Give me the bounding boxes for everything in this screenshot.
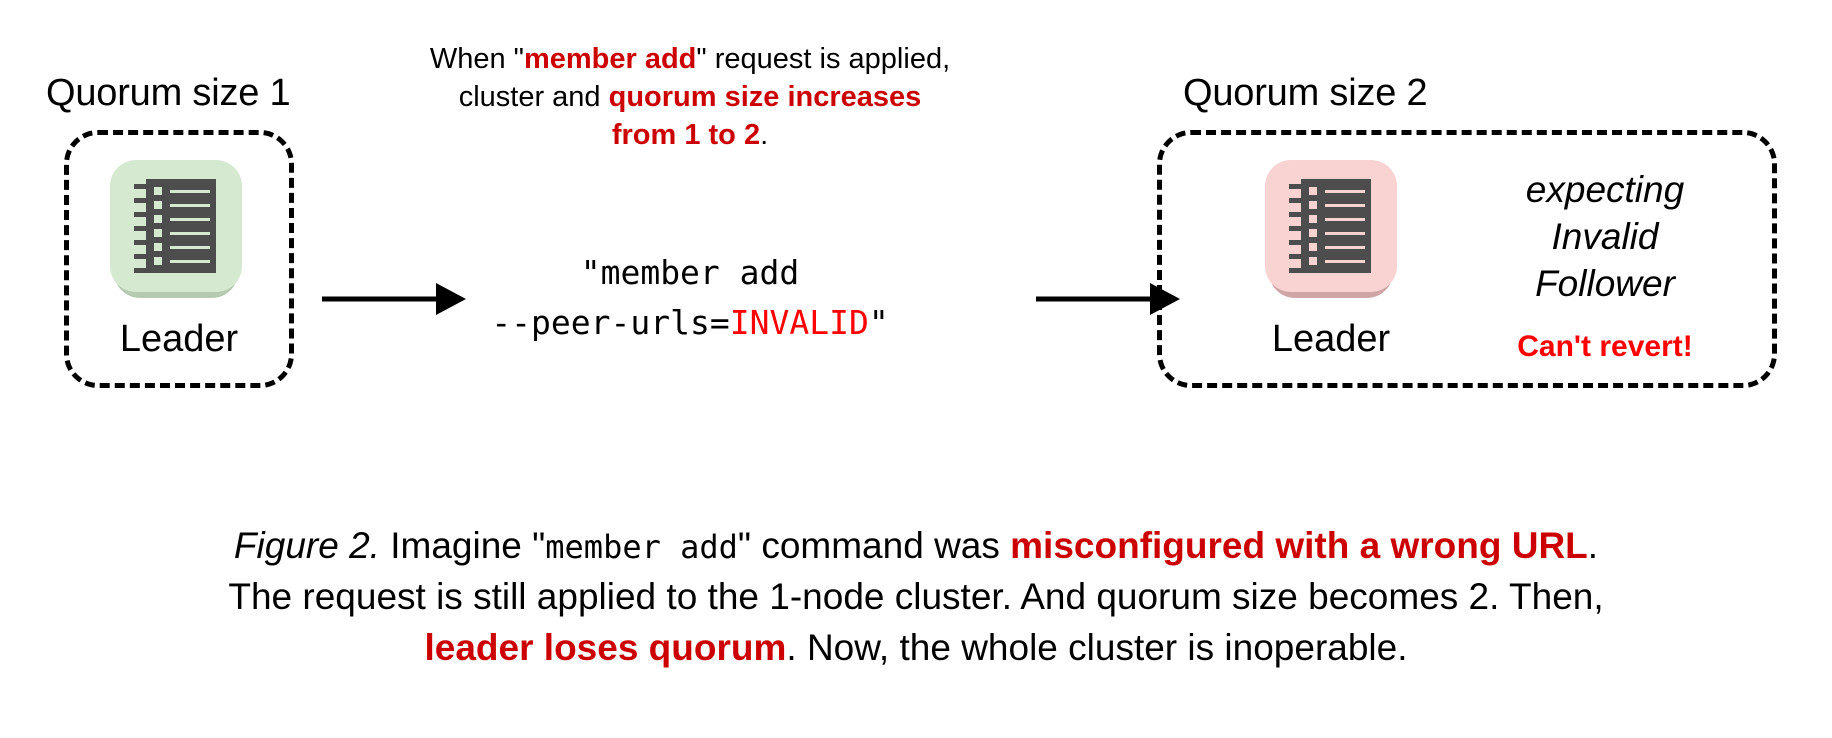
annotation-l1-highlight: member add bbox=[523, 43, 697, 75]
annotation-l3-c: . bbox=[760, 119, 769, 151]
figure-caption-line-3: leader loses quorum. Now, the whole clus… bbox=[0, 622, 1832, 673]
arrow-left-to-command bbox=[322, 282, 466, 316]
annotation-l2-highlight: quorum size increases bbox=[608, 81, 922, 113]
caption-l2: The request is still applied to the 1-no… bbox=[228, 576, 1604, 617]
caption-l3-tail: . Now, the whole cluster is inoperable. bbox=[786, 627, 1408, 668]
arrow-shaft bbox=[322, 296, 440, 302]
left-node-server-icon bbox=[110, 160, 242, 298]
rack-body bbox=[146, 179, 216, 273]
command-l2-invalid-value: INVALID bbox=[729, 303, 869, 342]
right-cluster-box bbox=[1157, 130, 1777, 388]
annotation-l2-a: cluster and bbox=[458, 81, 609, 113]
caption-l3-highlight: leader loses quorum bbox=[424, 627, 787, 668]
caption-l1-mono: member add bbox=[545, 528, 738, 566]
caption-l1-highlight: misconfigured with a wrong URL bbox=[1010, 525, 1588, 566]
command-line-1: "member add bbox=[580, 253, 800, 292]
expecting-line-2: Invalid bbox=[1551, 216, 1659, 257]
right-node-role-label: Leader bbox=[1271, 318, 1391, 360]
arrow-head bbox=[1150, 283, 1180, 315]
figure-caption-line-2: The request is still applied to the 1-no… bbox=[0, 571, 1832, 622]
left-cluster-title: Quorum size 1 bbox=[46, 72, 291, 114]
caption-l1-b: " command was bbox=[737, 525, 1011, 566]
command-line-2: --peer-urls=INVALID" bbox=[420, 298, 960, 348]
annotation-line-2: cluster and quorum size increases bbox=[390, 78, 990, 116]
annotation-l3-highlight: from 1 to 2 bbox=[611, 119, 761, 151]
annotation-line-3: from 1 to 2. bbox=[390, 116, 990, 154]
right-node-server-icon bbox=[1265, 160, 1397, 298]
command-l2-closequote: " bbox=[868, 303, 889, 342]
arrow-shaft bbox=[1036, 296, 1154, 302]
caption-l1-a: Imagine " bbox=[379, 525, 546, 566]
command-l2-flag: --peer-urls= bbox=[491, 303, 730, 342]
cant-revert-warning: Can't revert! bbox=[1517, 330, 1693, 363]
arrow-head bbox=[436, 283, 466, 315]
rack-body bbox=[1301, 179, 1371, 273]
expecting-line-1: expecting bbox=[1525, 169, 1685, 210]
expecting-status-text: expecting Invalid Follower bbox=[1455, 166, 1755, 307]
left-cluster-box bbox=[64, 130, 294, 388]
annotation-l1-c: " request is applied, bbox=[696, 43, 951, 75]
caption-l1-c: . bbox=[1587, 525, 1599, 566]
arrow-command-to-right bbox=[1036, 282, 1180, 316]
command-text: "member add --peer-urls=INVALID" bbox=[420, 248, 960, 348]
expecting-line-3: Follower bbox=[1535, 263, 1675, 304]
annotation-l1-a: When " bbox=[429, 43, 524, 75]
left-node-role-label: Leader bbox=[119, 318, 239, 360]
annotation-line-1: When "member add" request is applied, bbox=[390, 40, 990, 78]
caption-figure-label: Figure 2. bbox=[233, 525, 380, 566]
right-cluster-title: Quorum size 2 bbox=[1183, 72, 1428, 114]
figure-caption-line-1: Figure 2. Imagine "member add" command w… bbox=[0, 520, 1832, 573]
annotation-text: When "member add" request is applied, cl… bbox=[390, 40, 990, 154]
